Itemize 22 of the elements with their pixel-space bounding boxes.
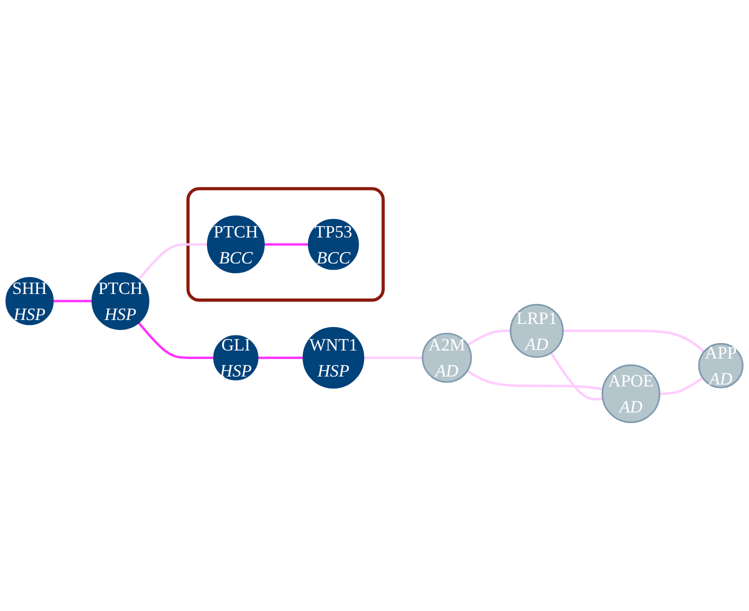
cluster [186, 187, 385, 302]
connector [466, 370, 603, 390]
node-circle: APP AD [698, 343, 744, 388]
connector [562, 330, 705, 353]
node-circle: GLI HSP [213, 335, 258, 380]
connector [264, 243, 309, 246]
node-circle: WNT1 HSP [302, 326, 364, 389]
connector [258, 356, 304, 359]
connector [466, 330, 511, 346]
node-circle: PTCH HSP [92, 272, 150, 330]
connector [550, 352, 603, 400]
connector [363, 356, 423, 359]
node-circle: APOE AD [602, 364, 660, 424]
connector [660, 376, 704, 395]
node-circle: LRP1 AD [510, 304, 564, 358]
node-circle: A2M AD [422, 332, 472, 383]
connector [138, 322, 214, 359]
node-circle: SHH HSP [6, 277, 54, 326]
connector [138, 243, 208, 280]
node-circle: TP53 BCC [308, 218, 359, 270]
connector [52, 300, 92, 302]
node-circle: PTCH BCC [206, 216, 265, 274]
